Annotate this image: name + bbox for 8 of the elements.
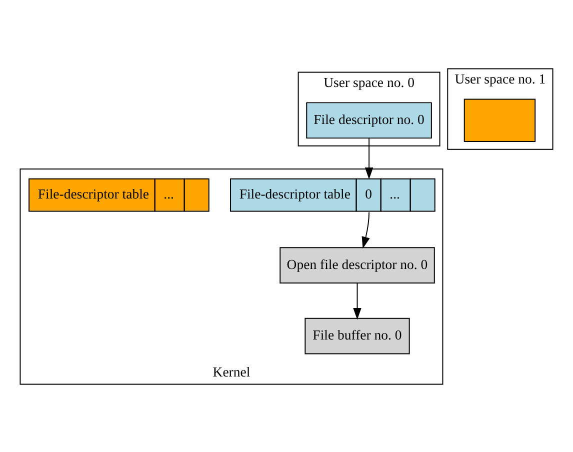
cluster: User space no. 1 [447, 68, 554, 150]
node-box: File descriptor no. 0 [306, 102, 432, 138]
node-box: File buffer no. 0 [304, 317, 410, 354]
node-box: Open file descriptor no. 0 [280, 246, 435, 283]
arrow [362, 211, 370, 248]
node-box [464, 98, 536, 142]
arrow [353, 282, 362, 320]
arrow [364, 137, 374, 179]
